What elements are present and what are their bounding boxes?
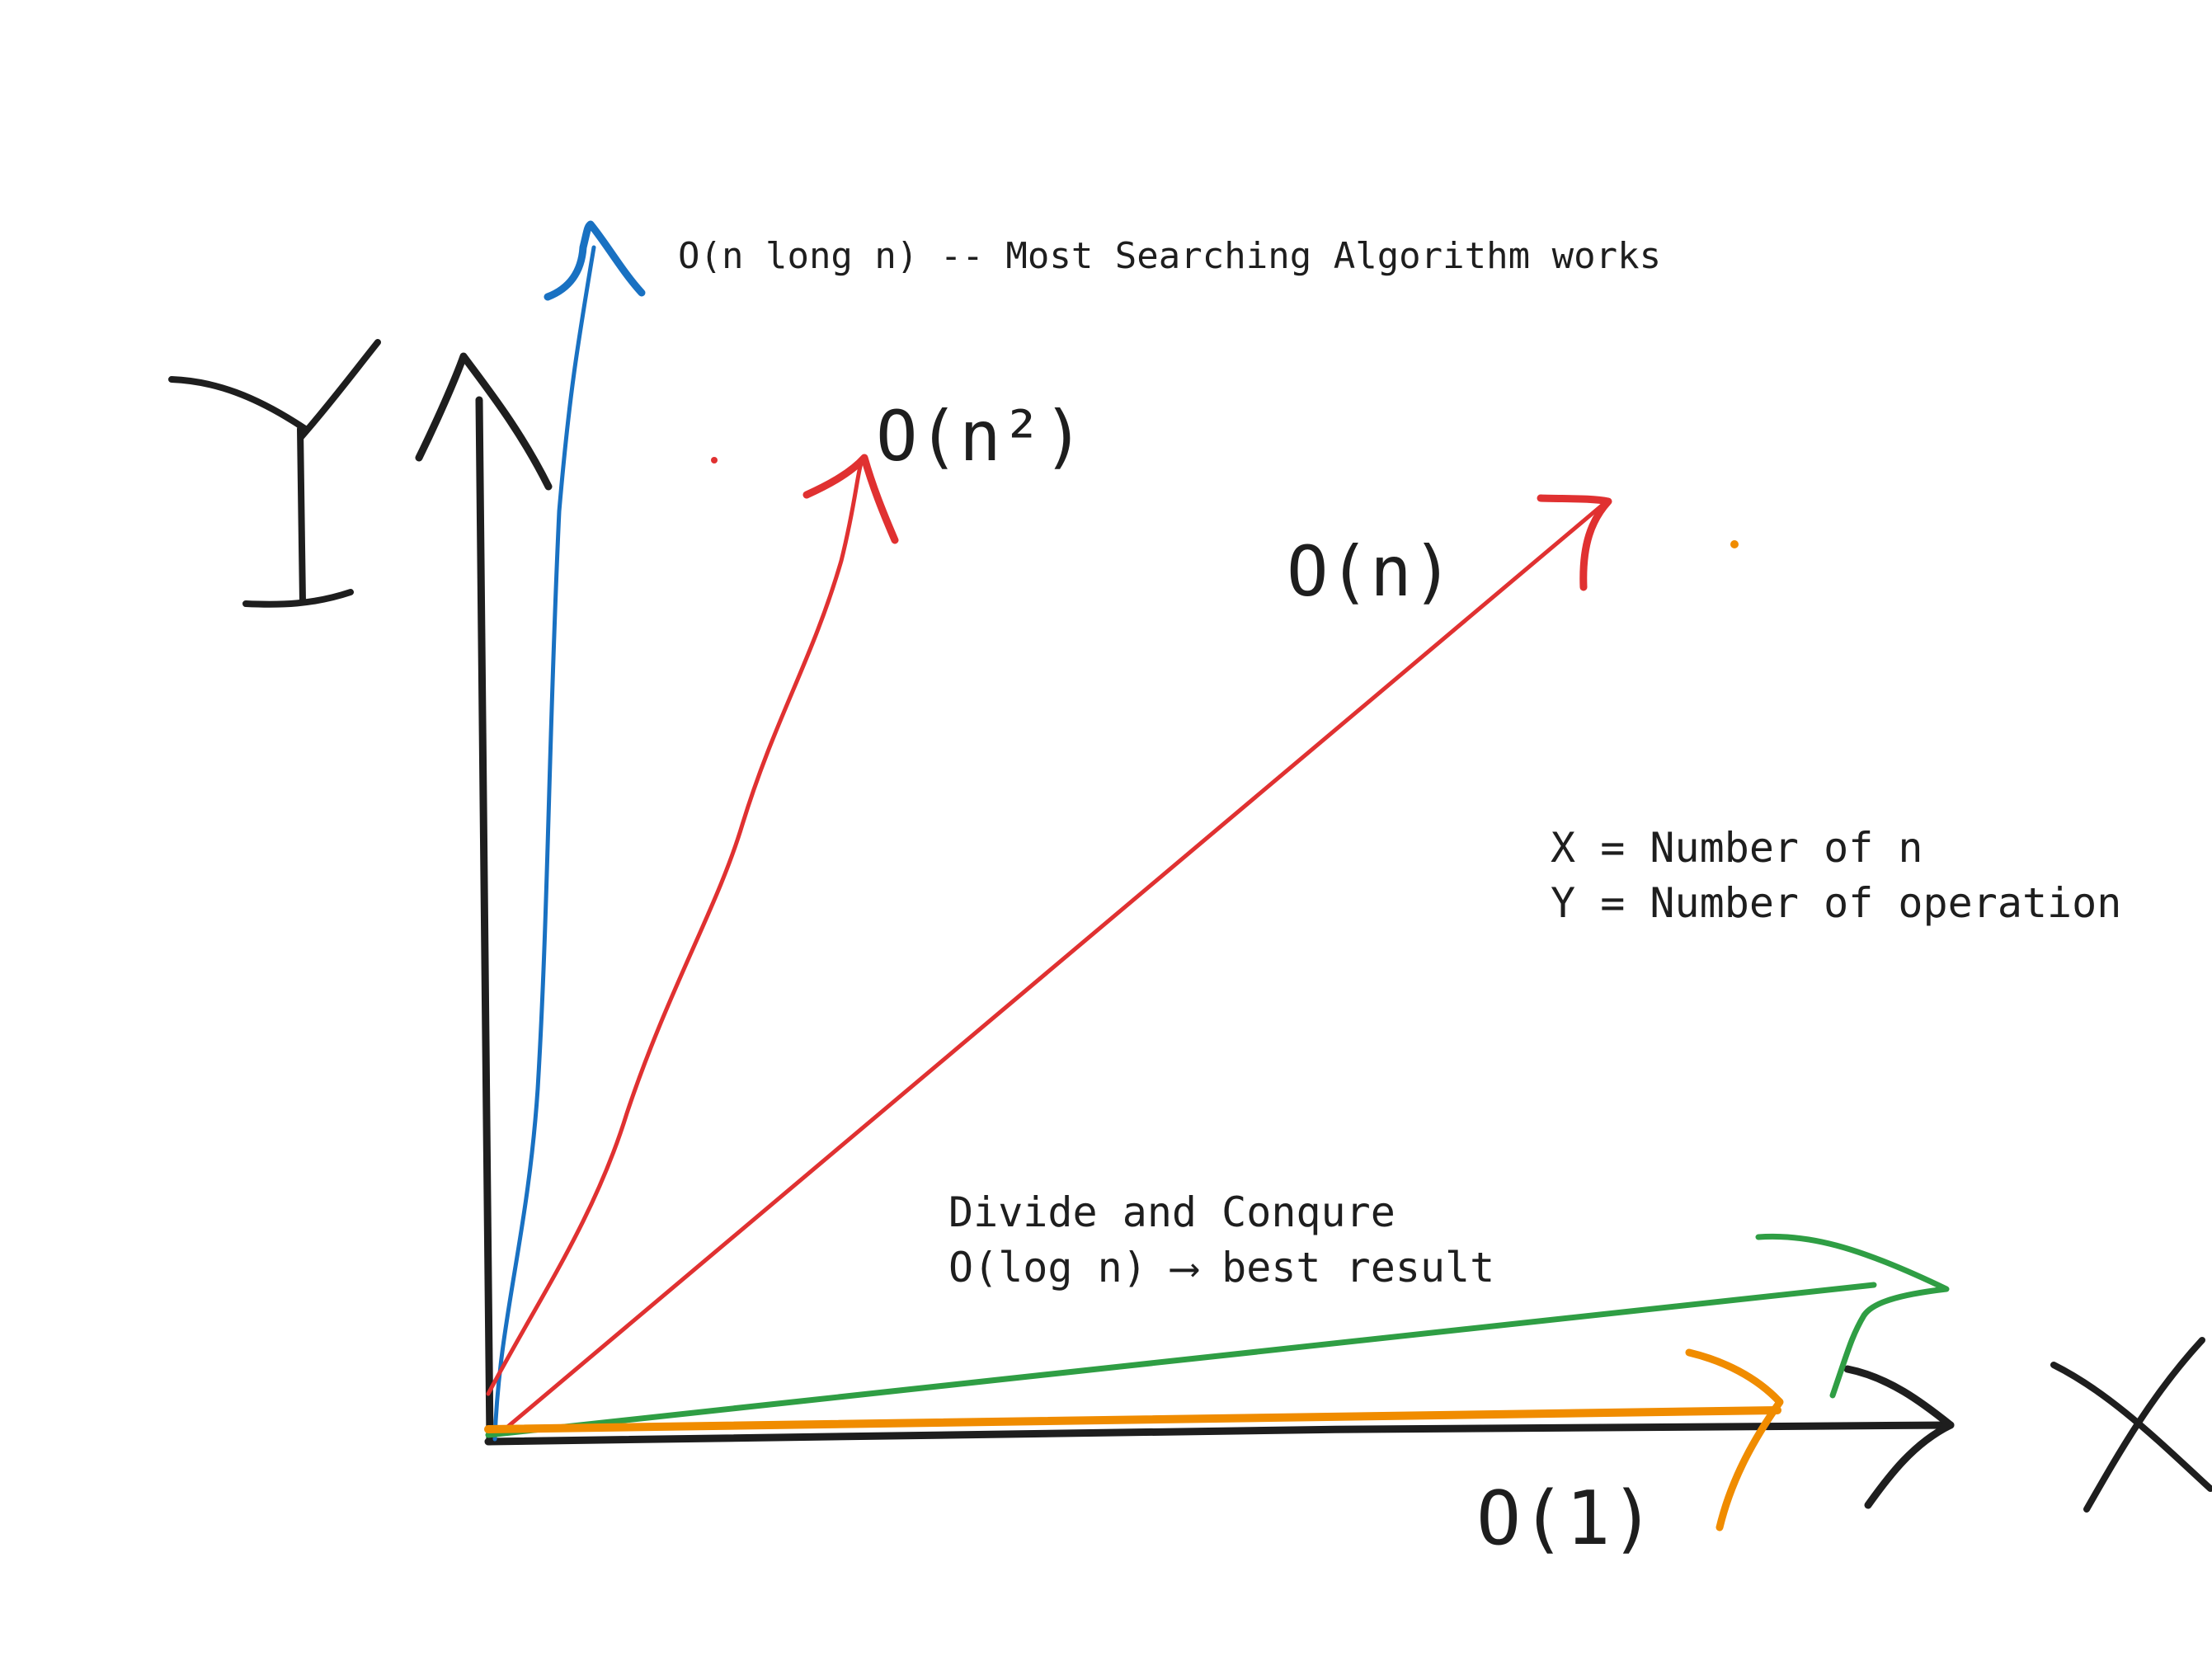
- x-letter: [2050, 1337, 2212, 1513]
- y-axis-line: [475, 396, 494, 1446]
- quadratic-arrowhead: [802, 454, 899, 544]
- nlogn-arrowhead: [544, 220, 646, 301]
- y-letter: [168, 339, 381, 608]
- log-n-label: O(log n) ⟶ best result: [948, 1244, 1494, 1292]
- quadratic-curve-line: [486, 455, 867, 1396]
- constant-line-shaft: [484, 1406, 1781, 1433]
- red-dot: [711, 457, 718, 463]
- y-axis-arrowhead: [415, 352, 553, 491]
- x-axis-line: [484, 1421, 1955, 1446]
- linear-label: O(n): [1287, 531, 1453, 612]
- divide-conquer-label: Divide and Conqure: [948, 1188, 1395, 1236]
- legend-x-label: X = Number of n: [1551, 824, 1923, 872]
- quadratic-curve: [486, 454, 899, 1396]
- nlogn-curve-line: [492, 245, 596, 1442]
- logarithmic-arrowhead: [1755, 1233, 1950, 1399]
- logarithmic-line-shaft: [485, 1282, 1877, 1438]
- x-axis-arrowhead: [1843, 1365, 1955, 1509]
- constant-arrowhead: [1685, 1348, 1784, 1531]
- linear-arrowhead: [1537, 494, 1612, 591]
- linear-line-shaft: [497, 499, 1609, 1436]
- constant-line: [484, 1348, 1784, 1531]
- orange-dot: [1730, 540, 1739, 548]
- logarithmic-line: [485, 1233, 1950, 1438]
- linear-line: [497, 494, 1612, 1436]
- nlogn-label: O(n long n) -- Most Searching Algorithm …: [678, 235, 1661, 277]
- quadratic-label: O(n²): [876, 396, 1085, 477]
- axes: [415, 352, 1955, 1509]
- constant-label: O(1): [1476, 1475, 1655, 1562]
- legend-y-label: Y = Number of operation: [1551, 879, 2121, 927]
- nlogn-curve: [492, 220, 646, 1442]
